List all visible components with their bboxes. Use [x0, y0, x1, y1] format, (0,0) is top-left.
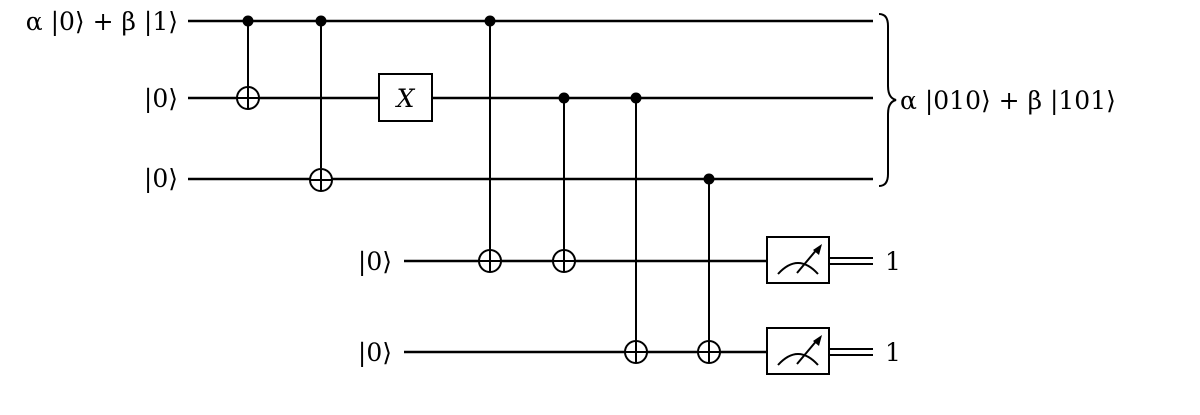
control-dot — [315, 15, 327, 27]
measurement-result-2: 1 — [885, 338, 901, 367]
output-state-label: α |010⟩ + β |101⟩ — [900, 86, 1116, 116]
measurement-result-1: 1 — [885, 247, 901, 276]
input-label-qubit-1: |0⟩ — [144, 84, 178, 114]
meter-icon — [777, 353, 819, 366]
measurement-gate-2 — [766, 327, 873, 375]
meter-icon — [777, 262, 819, 275]
pauli-x-gate: X — [378, 73, 433, 122]
measurement-gate-1 — [766, 236, 873, 284]
cnot-gate-6 — [697, 173, 721, 364]
cnot-gate-4 — [552, 92, 576, 273]
control-dot — [242, 15, 254, 27]
input-label-qubit-2: |0⟩ — [144, 164, 178, 194]
x-gate-label: X — [395, 84, 416, 113]
input-label-ancilla-1: |0⟩ — [358, 338, 392, 368]
input-label-ancilla-0: |0⟩ — [358, 247, 392, 277]
cnot-gate-5 — [624, 92, 648, 364]
control-dot — [484, 15, 496, 27]
cnot-gate-1 — [236, 15, 260, 110]
control-dot — [558, 92, 570, 104]
control-dot — [630, 92, 642, 104]
control-dot — [703, 173, 715, 185]
output-brace — [878, 13, 897, 187]
cnot-gate-3 — [478, 15, 502, 273]
input-label-qubit-0: α |0⟩ + β |1⟩ — [26, 7, 178, 37]
cnot-gate-2 — [309, 15, 333, 192]
